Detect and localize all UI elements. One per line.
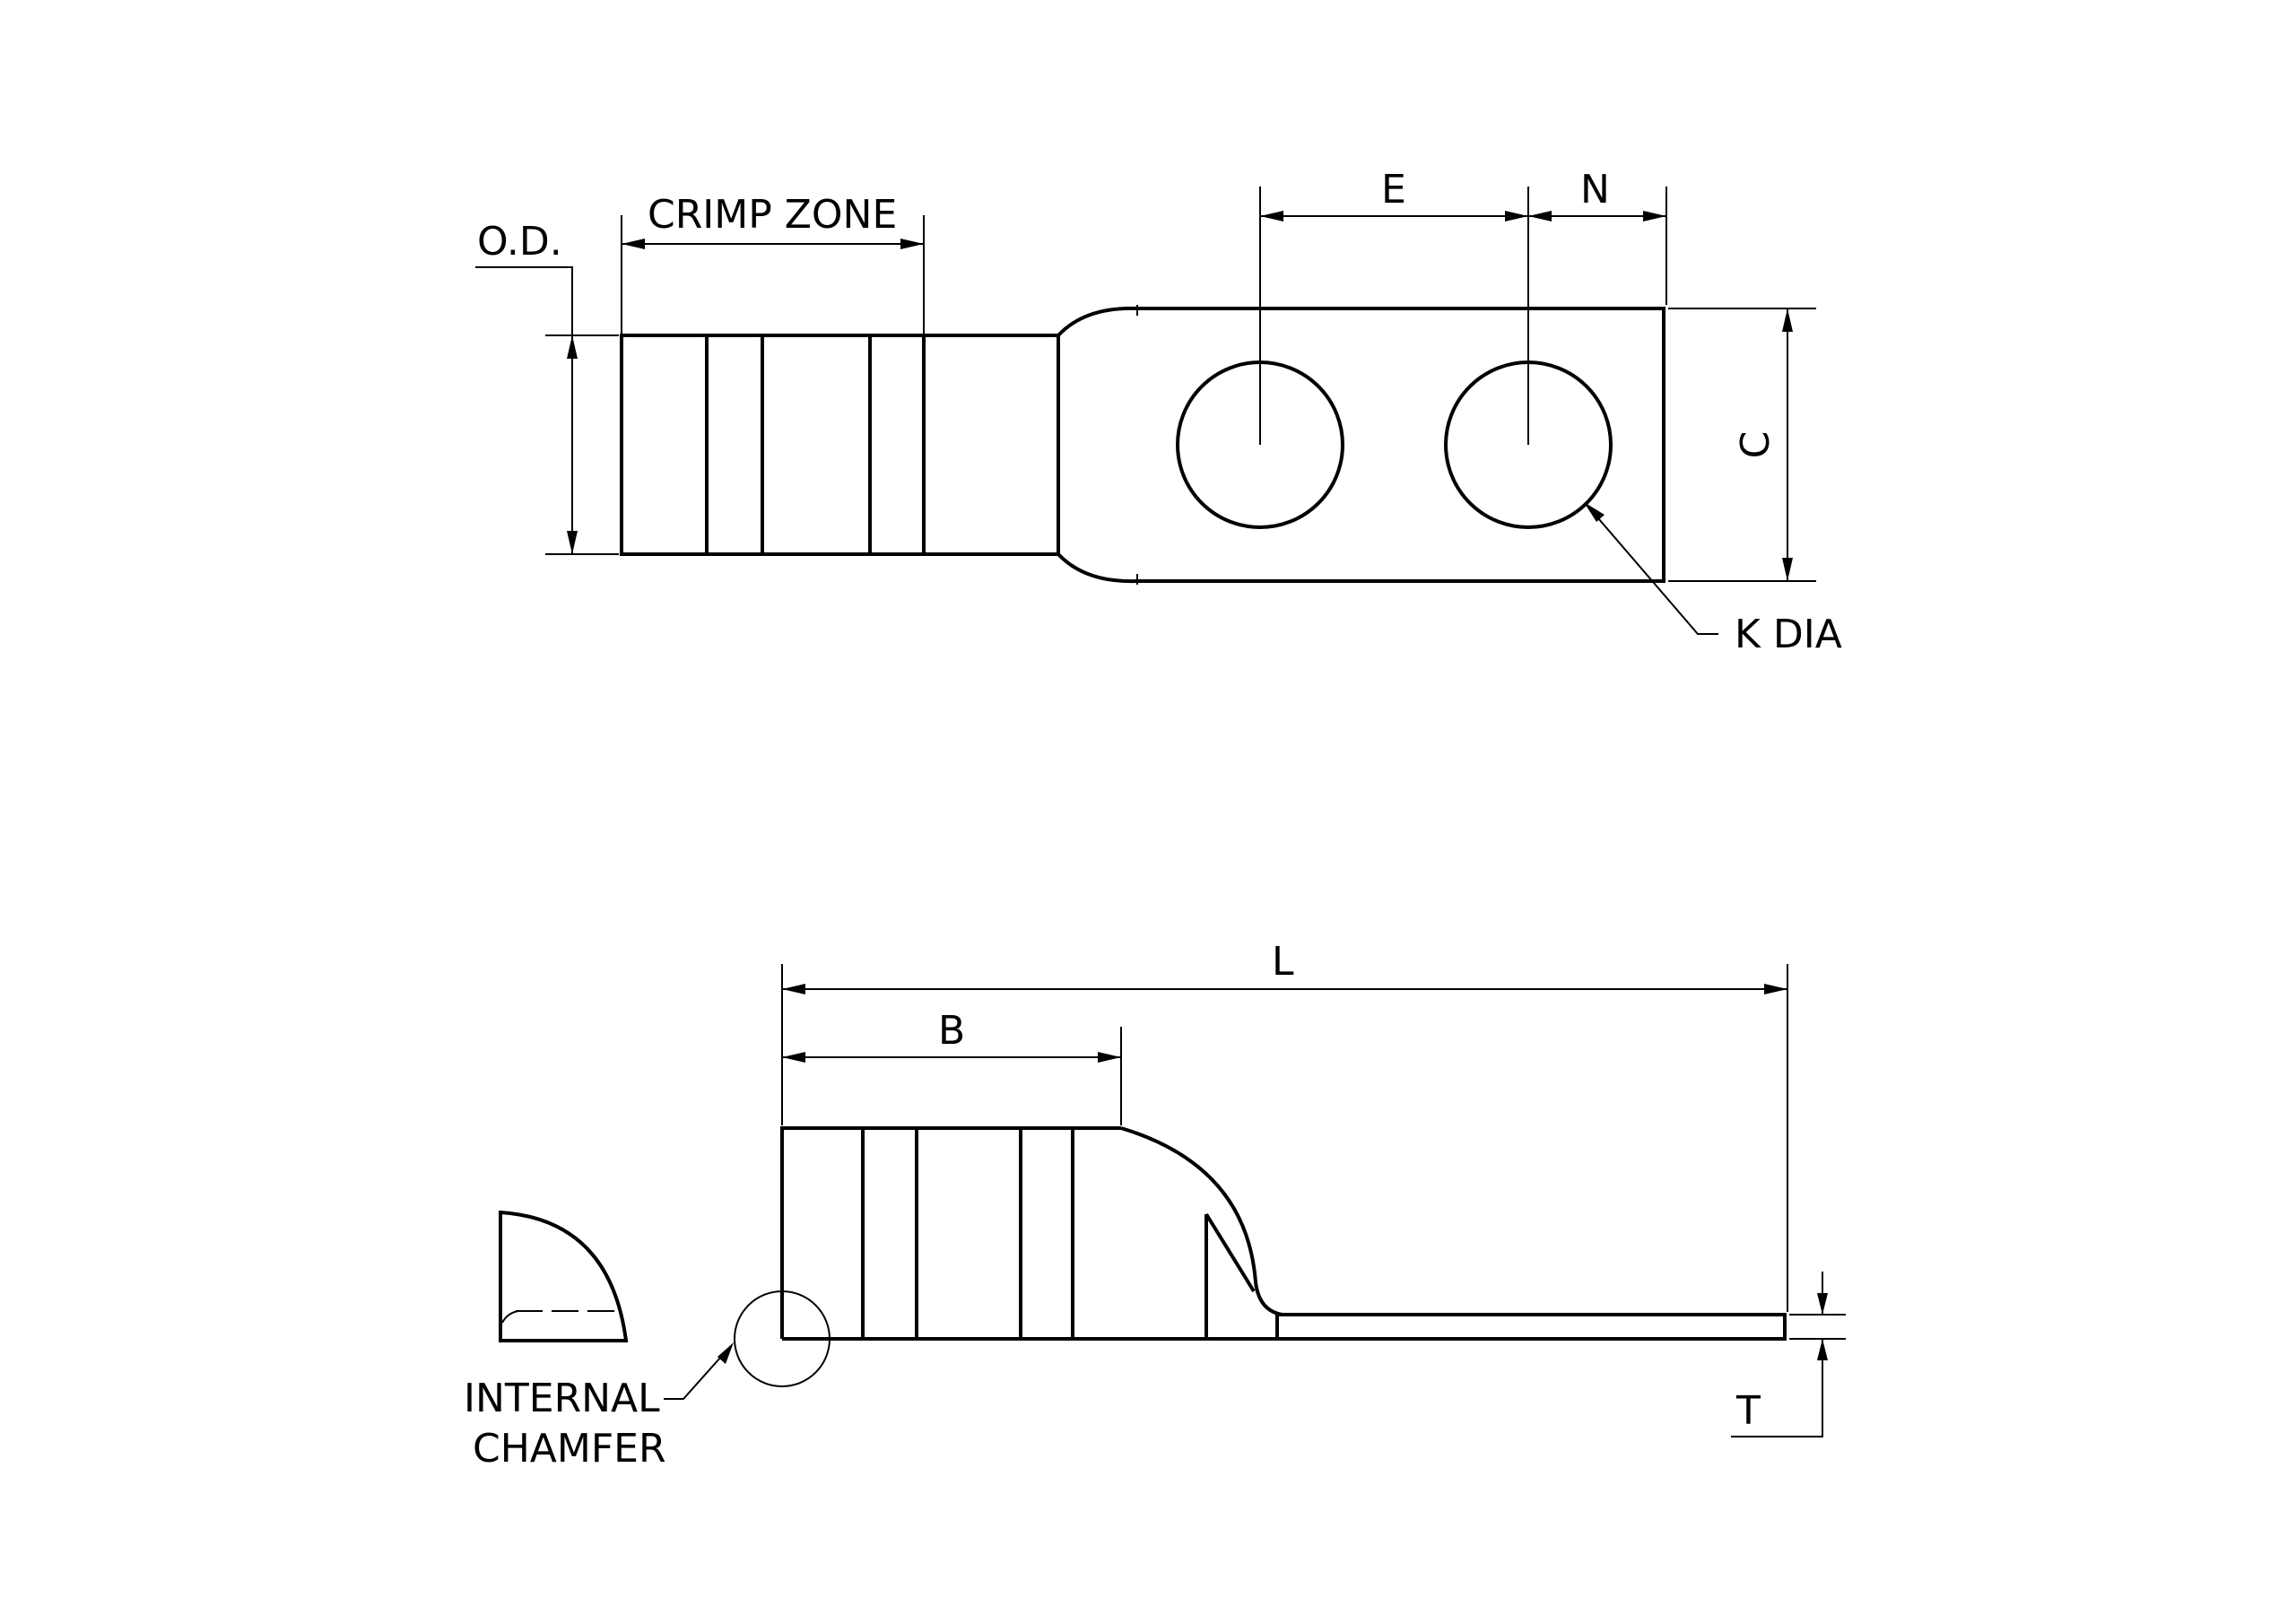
inner-bend xyxy=(1205,1212,1256,1339)
tongue-side xyxy=(1275,1313,1787,1341)
n-label: N xyxy=(1580,167,1610,213)
barrel-outline xyxy=(620,334,1060,556)
chamfer-callout-circle xyxy=(734,1290,831,1387)
chamfer-leader xyxy=(664,1348,729,1400)
chamfer-detail-outline xyxy=(499,1210,629,1342)
arrow-head xyxy=(1505,211,1528,221)
chamfer-edge xyxy=(501,1310,519,1324)
bend-curve xyxy=(1120,1126,1283,1316)
k-dia-label: K DIA xyxy=(1735,612,1842,657)
c-label: C xyxy=(1733,431,1779,459)
arrow-head xyxy=(782,984,805,994)
arrow-head xyxy=(1782,558,1793,581)
arrow-head xyxy=(1643,211,1666,221)
t-dimension-line xyxy=(1731,1339,1823,1437)
od-label: O.D. xyxy=(477,219,562,265)
l-label: L xyxy=(1272,939,1294,985)
top-view: O.D. CRIMP ZONE E N C K DIA xyxy=(475,167,1842,657)
barrel-side-outline xyxy=(780,1126,1121,1339)
tongue-outline xyxy=(1137,307,1665,583)
e-label: E xyxy=(1381,167,1406,213)
arrow-head xyxy=(900,239,924,249)
tongue-transition xyxy=(1057,306,1138,584)
arrow-head xyxy=(1584,502,1605,522)
arrow-head xyxy=(1528,211,1552,221)
arrow-head xyxy=(1817,1293,1828,1315)
arrow-head xyxy=(567,335,578,359)
side-view: L B T INTERNAL CHAMFER xyxy=(464,939,1846,1472)
arrow-head xyxy=(718,1342,734,1364)
b-label: B xyxy=(938,1008,965,1054)
internal-label: INTERNAL xyxy=(464,1376,660,1421)
arrow-head xyxy=(1817,1339,1828,1360)
arrow-head xyxy=(782,1052,805,1063)
arrow-head xyxy=(1764,984,1787,994)
k-dia-leader xyxy=(1587,505,1718,635)
arrow-head xyxy=(1098,1052,1121,1063)
arrow-head xyxy=(1782,308,1793,332)
chamfer-detail xyxy=(499,1210,629,1342)
od-leader xyxy=(475,266,573,335)
arrow-head xyxy=(1260,211,1283,221)
chamfer-label: CHAMFER xyxy=(473,1426,666,1472)
t-label: T xyxy=(1735,1388,1761,1434)
arrow-head xyxy=(622,239,645,249)
arrow-head xyxy=(567,531,578,554)
crimp-zone-label: CRIMP ZONE xyxy=(648,192,897,238)
